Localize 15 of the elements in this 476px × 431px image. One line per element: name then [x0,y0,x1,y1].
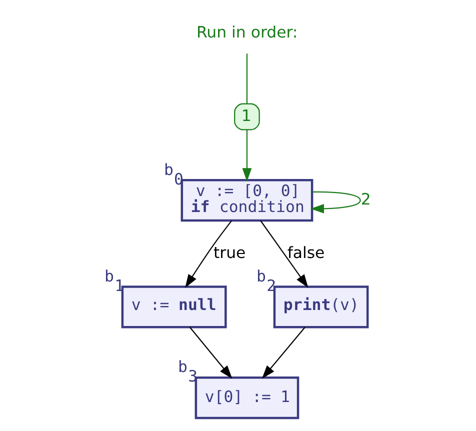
edge-label: false [287,242,325,262]
node-box: print(v) [273,286,369,328]
node-text: Run in order: [196,22,298,42]
arrow [185,220,232,288]
node-box: v[0] := 1 [194,376,300,420]
arrow [260,220,308,288]
node-box: v := [0, 0] if condition [180,179,314,222]
arrow [189,326,232,379]
arrow [310,191,361,214]
node-box: v := null [121,286,227,328]
arrow [242,130,252,182]
edge-label: true [213,242,246,262]
connector [246,54,248,104]
edge-label: 2 [360,190,371,209]
arrow [262,326,306,379]
